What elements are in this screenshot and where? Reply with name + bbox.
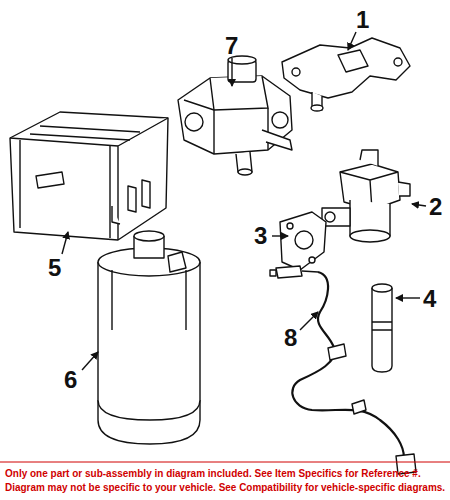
callout-number: 8 xyxy=(284,326,297,350)
callout-number: 6 xyxy=(64,368,77,392)
callout-number: 3 xyxy=(254,224,267,248)
callout-number: 2 xyxy=(429,195,442,219)
footer-note: Only one part or sub-assembly in diagram… xyxy=(5,468,421,480)
callout-number: 5 xyxy=(48,256,61,280)
callout-number: 7 xyxy=(225,34,238,58)
footer-note: Diagram may not be specific to your vehi… xyxy=(5,482,445,494)
callout-number: 4 xyxy=(423,287,436,311)
callout-number: 1 xyxy=(356,8,369,32)
